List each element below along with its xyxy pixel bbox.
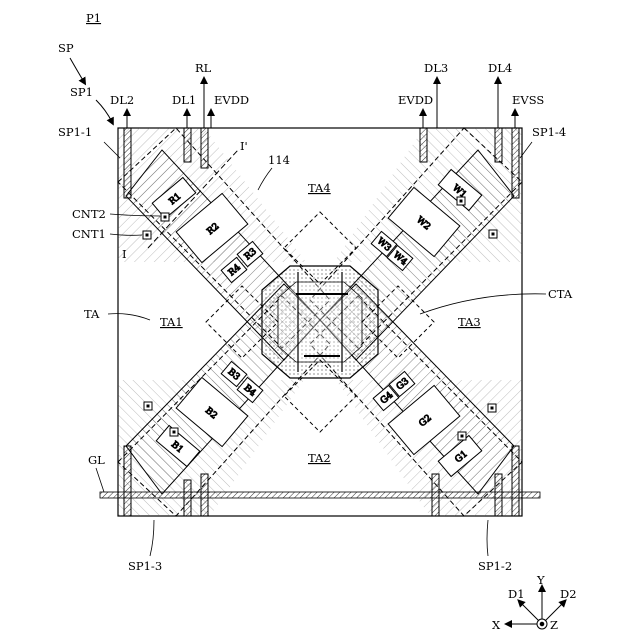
label-dl1: DL1 bbox=[172, 93, 196, 107]
label-dl2: DL2 bbox=[110, 93, 134, 107]
label-cut-start: I bbox=[122, 247, 127, 261]
label-cnt2: CNT2 bbox=[72, 207, 106, 221]
label-cta: CTA bbox=[548, 287, 573, 301]
label-evdd-left: EVDD bbox=[214, 93, 249, 107]
axis-x: X bbox=[492, 618, 501, 632]
label-dl3: DL3 bbox=[424, 61, 448, 75]
axis-d2: D2 bbox=[560, 587, 577, 601]
label-sp1-3: SP1-3 bbox=[128, 559, 162, 573]
leader-ta bbox=[108, 314, 150, 320]
arrow-sp bbox=[70, 58, 84, 82]
label-sp: SP bbox=[58, 41, 74, 55]
label-rl: RL bbox=[195, 61, 212, 75]
leader-114 bbox=[258, 168, 272, 190]
label-ta4: TA4 bbox=[308, 181, 331, 195]
label-ta2: TA2 bbox=[308, 451, 331, 465]
label-114: 114 bbox=[268, 153, 290, 167]
axis-d1: D1 bbox=[508, 587, 525, 601]
leader-sp1-3 bbox=[150, 520, 154, 556]
gate-line bbox=[100, 492, 540, 498]
label-ta3: TA3 bbox=[458, 315, 481, 329]
label-cut-end: I' bbox=[240, 139, 248, 153]
figure-title: P1 bbox=[86, 11, 101, 25]
label-ta1: TA1 bbox=[160, 315, 183, 329]
label-cnt1: CNT1 bbox=[72, 227, 106, 241]
label-gl: GL bbox=[88, 453, 105, 467]
label-sp1-4: SP1-4 bbox=[532, 125, 566, 139]
label-evss: EVSS bbox=[512, 93, 544, 107]
label-sp1-2: SP1-2 bbox=[478, 559, 512, 573]
label-sp1: SP1 bbox=[70, 85, 93, 99]
label-ta: TA bbox=[84, 307, 100, 321]
label-sp1-1: SP1-1 bbox=[58, 125, 92, 139]
leader-sp1-2 bbox=[487, 520, 488, 556]
label-dl4: DL4 bbox=[488, 61, 512, 75]
label-evdd-right: EVDD bbox=[398, 93, 433, 107]
leader-cta bbox=[420, 294, 546, 314]
axis-y: Y bbox=[536, 573, 545, 587]
leader-gl bbox=[96, 468, 104, 492]
axis-z: Z bbox=[550, 618, 558, 632]
